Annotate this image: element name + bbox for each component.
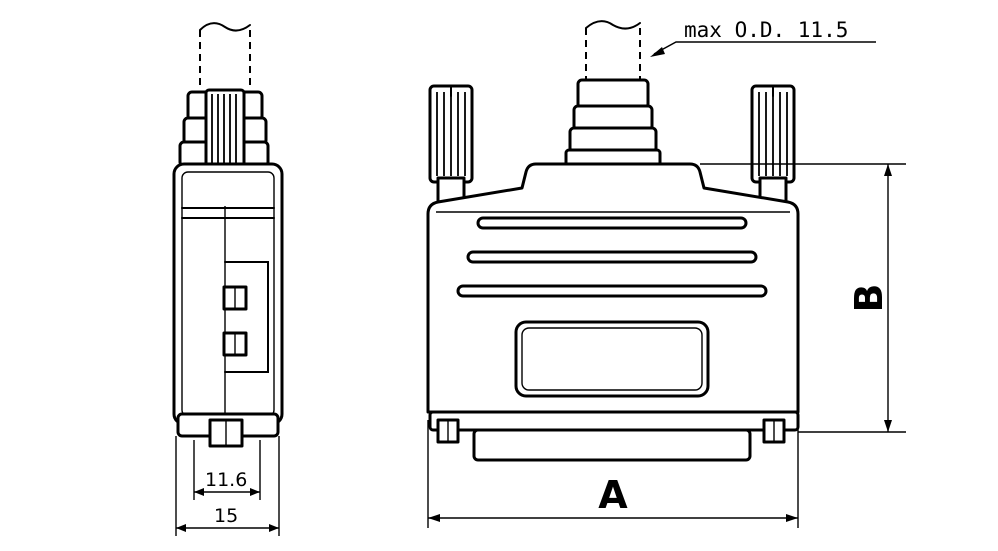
rib-1 bbox=[476, 216, 748, 230]
rib-2 bbox=[466, 250, 758, 264]
side-view: 11.6 15 bbox=[172, 22, 284, 536]
strain-relief-front bbox=[576, 78, 650, 110]
connector-shell bbox=[472, 428, 752, 462]
height-label: B bbox=[847, 284, 891, 313]
cable-outline-front bbox=[585, 28, 641, 82]
od-leader bbox=[653, 41, 876, 55]
outer-width-label: 15 bbox=[214, 505, 238, 527]
front-view: max O.D. 11.5 B A bbox=[426, 18, 906, 528]
width-label: A bbox=[598, 473, 628, 517]
od-note: max O.D. 11.5 bbox=[684, 18, 848, 42]
inner-width-label: 11.6 bbox=[205, 469, 247, 491]
label-window bbox=[514, 320, 710, 398]
flange-front bbox=[428, 410, 800, 432]
rib-3 bbox=[456, 284, 768, 298]
cable-outline bbox=[199, 30, 251, 90]
